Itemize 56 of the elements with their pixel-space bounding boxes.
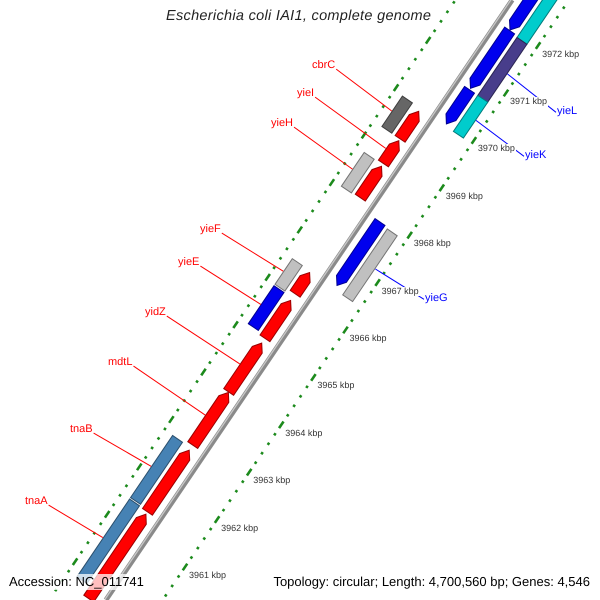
gene-feature-pointed: [446, 86, 476, 125]
accession-text: Accession: NC_011741: [7, 574, 146, 590]
gene-feature-pointed: [354, 166, 382, 202]
gene-feature: [248, 285, 285, 332]
gene-label: tnaB: [70, 423, 93, 436]
gene-label: tnaA: [25, 495, 48, 508]
gene-feature-pointed: [259, 300, 292, 342]
gene-feature-pointed: [470, 26, 516, 89]
leader-line: [314, 96, 386, 149]
gene-label: yieG: [425, 292, 448, 304]
gene-feature: [274, 258, 303, 292]
leader-line: [221, 232, 284, 272]
leader-line: [93, 432, 152, 467]
scale-label: 3967 kbp: [380, 286, 420, 296]
genome-summary: Topology: circular; Length: 4,700,560 bp; Genes: 4,546: [271, 574, 592, 590]
gene-feature: [476, 36, 528, 104]
gene-feature-pointed: [290, 272, 311, 298]
gene-feature-pointed: [394, 110, 420, 143]
gene-feature: [516, 0, 560, 45]
scale-label: 3966 kbp: [348, 334, 388, 344]
gene-label: yieI: [297, 87, 314, 100]
gene-feature: [452, 94, 488, 139]
gene-feature-pointed: [187, 392, 230, 450]
gene-feature-pointed: [509, 0, 540, 31]
leader-line: [336, 68, 392, 112]
gene-label: yieF: [200, 223, 221, 236]
gene-label: yieL: [557, 105, 578, 118]
scale-label: 3969 kbp: [444, 192, 484, 202]
leader-line: [294, 126, 353, 170]
scale-label: 3972 kbp: [541, 50, 580, 60]
leader-line: [200, 266, 262, 305]
gene-feature-pointed: [142, 450, 190, 516]
scale-label: 3961 kbp: [188, 571, 228, 581]
scale-label: 3963 kbp: [252, 476, 292, 486]
gene-label: yidZ: [145, 306, 166, 318]
scale-label: 3971 kbp: [509, 97, 548, 107]
title: Escherichia coli IAI1, complete genome: [166, 9, 432, 25]
gene-feature-pointed: [336, 218, 386, 286]
leader-line: [133, 366, 206, 416]
gene-label: yieK: [525, 149, 546, 162]
gene-feature: [130, 434, 184, 505]
scale-label: 3970 kbp: [476, 144, 516, 154]
leader-line: [166, 316, 240, 364]
gene-label: yieH: [271, 117, 294, 130]
gene-feature: [340, 152, 375, 194]
scale-label: 3965 kbp: [316, 381, 356, 392]
scale-label: 3968 kbp: [412, 239, 452, 250]
gene-label: cbrC: [312, 59, 336, 72]
gene-label: mdtL: [108, 356, 132, 368]
scale-label: 3962 kbp: [220, 524, 260, 534]
leader-line: [48, 504, 104, 538]
scale-label: 3964 kbp: [284, 428, 324, 439]
gene-label: yieE: [178, 256, 200, 268]
gene-feature: [381, 95, 414, 134]
gene-feature-pointed: [223, 342, 263, 396]
gene-feature-pointed: [378, 140, 400, 168]
